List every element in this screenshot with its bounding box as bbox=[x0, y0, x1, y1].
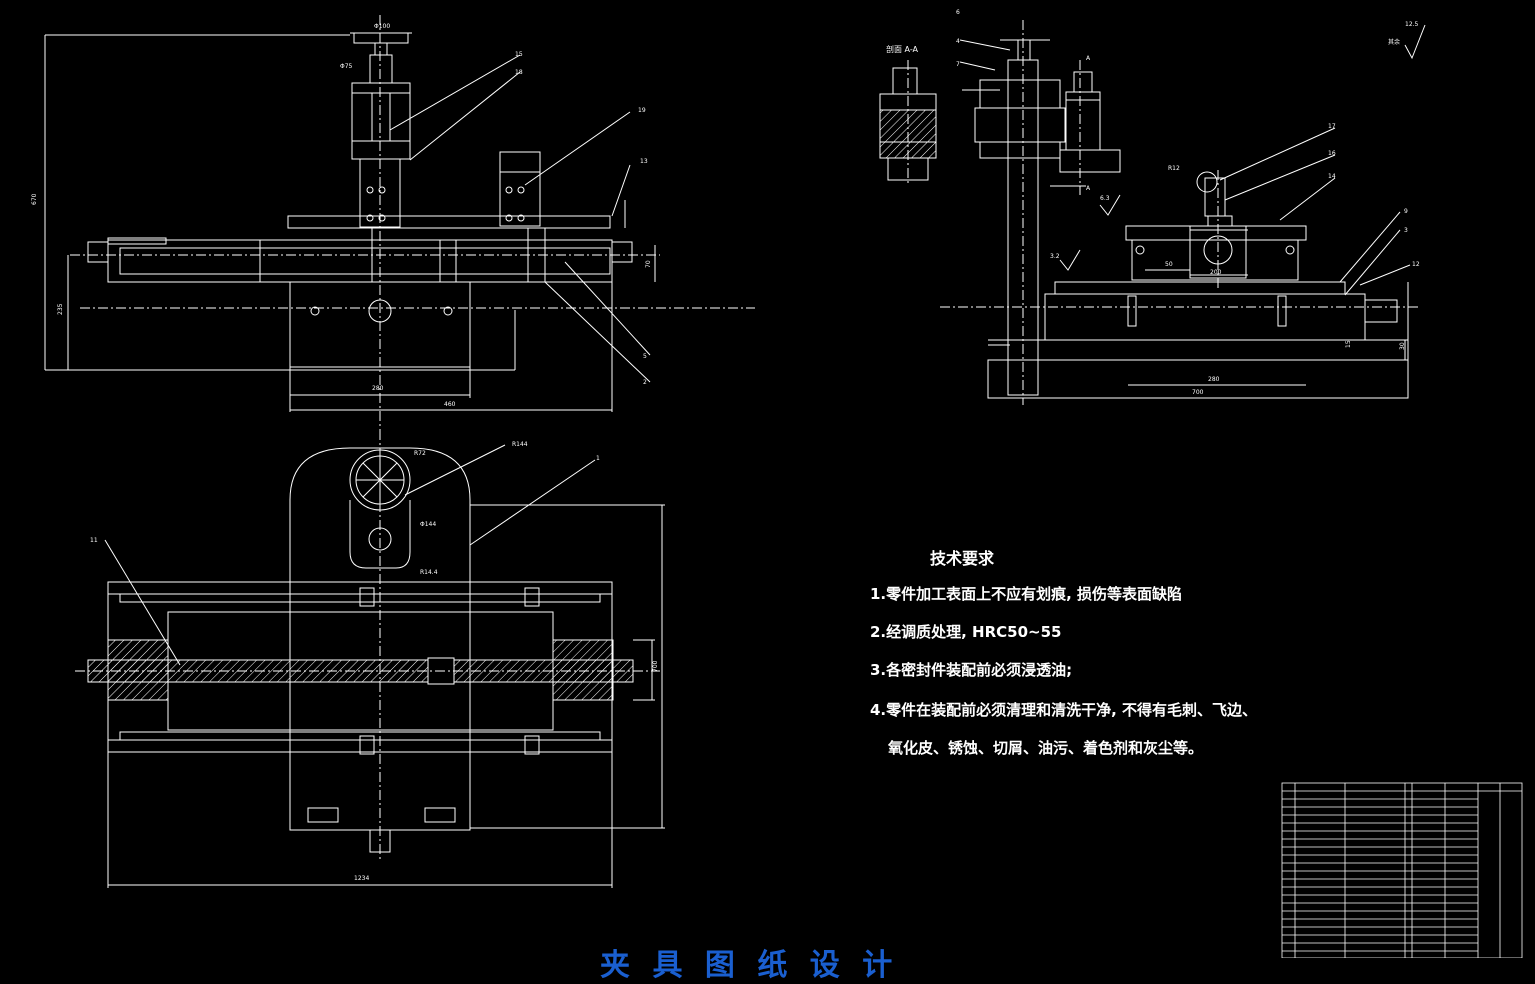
roughness-note: 其余 bbox=[1388, 38, 1400, 46]
tech-item-1: 1.零件加工表面上不应有划痕, 损伤等表面缺陷 bbox=[870, 585, 1183, 603]
part-6: 6 bbox=[956, 9, 960, 16]
front-view-labels: Φ100 Φ75 15 18 19 13 5 2 280 460 670 235… bbox=[31, 23, 652, 408]
dim-side-width: 700 bbox=[652, 660, 659, 672]
dim-dia-b: Φ75 bbox=[340, 63, 353, 70]
side-view bbox=[940, 20, 1426, 405]
dim-height-mid: 70 bbox=[645, 260, 652, 268]
roughness-value: 12.5 bbox=[1405, 21, 1419, 28]
part-1: 1 bbox=[596, 455, 600, 462]
dim-bottom-width: 1234 bbox=[354, 875, 369, 882]
side-view-labels: A A 6 4 7 17 16 14 9 3 12 R12 200 50 280… bbox=[956, 9, 1420, 396]
part-19: 19 bbox=[638, 107, 646, 114]
part-18: 18 bbox=[515, 69, 523, 76]
dim-bolt-gap: 200 bbox=[1210, 269, 1222, 276]
top-view bbox=[75, 430, 665, 888]
dim-radius-d: R14.4 bbox=[420, 569, 438, 576]
dim-height-b: 235 bbox=[57, 303, 64, 315]
dim-radius-c: R72 bbox=[414, 450, 426, 457]
dim-height-c: 15 bbox=[1345, 340, 1352, 348]
dim-dia-c: Φ144 bbox=[420, 521, 436, 528]
section-aa bbox=[879, 60, 937, 185]
title-block bbox=[1281, 782, 1523, 958]
dim-dia-a: Φ100 bbox=[374, 23, 390, 30]
roughness-b: 3.2 bbox=[1050, 253, 1060, 260]
part-4: 4 bbox=[956, 38, 960, 45]
dim-side-width-b: 700 bbox=[1192, 389, 1204, 396]
dim-top-width-b: 460 bbox=[444, 401, 456, 408]
part-12: 12 bbox=[1412, 261, 1420, 268]
part-9: 9 bbox=[1404, 208, 1408, 215]
part-11: 11 bbox=[90, 537, 98, 544]
dim-bolt-offset: 50 bbox=[1165, 261, 1173, 268]
top-view-labels: 1 11 R144 R72 Φ144 R14.4 1234 700 bbox=[90, 441, 659, 882]
part-3: 3 bbox=[1404, 227, 1408, 234]
dim-side-base: 280 bbox=[1208, 376, 1220, 383]
part-13: 14 bbox=[1328, 173, 1336, 180]
section-mark-bottom: A bbox=[1086, 185, 1091, 192]
part-16: 17 bbox=[1328, 123, 1336, 130]
section-aa-labels: 剖面 A-A bbox=[886, 44, 919, 54]
dim-height-d: 30 bbox=[1399, 342, 1406, 350]
tech-title: 技术要求 bbox=[930, 549, 995, 568]
tech-item-5: 氧化皮、锈蚀、切屑、油污、着色剂和灰尘等。 bbox=[888, 739, 1204, 757]
part-5: 5 bbox=[643, 353, 647, 360]
dim-top-width-a: 280 bbox=[372, 385, 384, 392]
part-7: 7 bbox=[956, 61, 960, 68]
drawing-title: 夹 具 图 纸 设 计 bbox=[600, 948, 899, 983]
part-14: 13 bbox=[640, 158, 648, 165]
tech-item-2: 2.经调质处理, HRC50~55 bbox=[870, 623, 1062, 641]
cad-drawing: Φ100 Φ75 15 18 19 13 5 2 280 460 670 235… bbox=[31, 9, 1523, 958]
section-mark-top: A bbox=[1086, 55, 1091, 62]
roughness-a: 6.3 bbox=[1100, 195, 1110, 202]
section-label: 剖面 A-A bbox=[886, 44, 919, 54]
tech-item-4: 4.零件在装配前必须清理和清洗干净, 不得有毛刺、飞边、 bbox=[870, 701, 1258, 719]
dim-height-total: 670 bbox=[31, 193, 38, 205]
dim-radius-b: R144 bbox=[512, 441, 528, 448]
dim-radius-a: R12 bbox=[1168, 165, 1180, 172]
part-2: 2 bbox=[643, 379, 647, 386]
front-view bbox=[44, 15, 755, 430]
part-17: 15 bbox=[515, 51, 523, 58]
tech-item-3: 3.各密封件装配前必须浸透油; bbox=[870, 661, 1073, 679]
part-15: 16 bbox=[1328, 150, 1336, 157]
